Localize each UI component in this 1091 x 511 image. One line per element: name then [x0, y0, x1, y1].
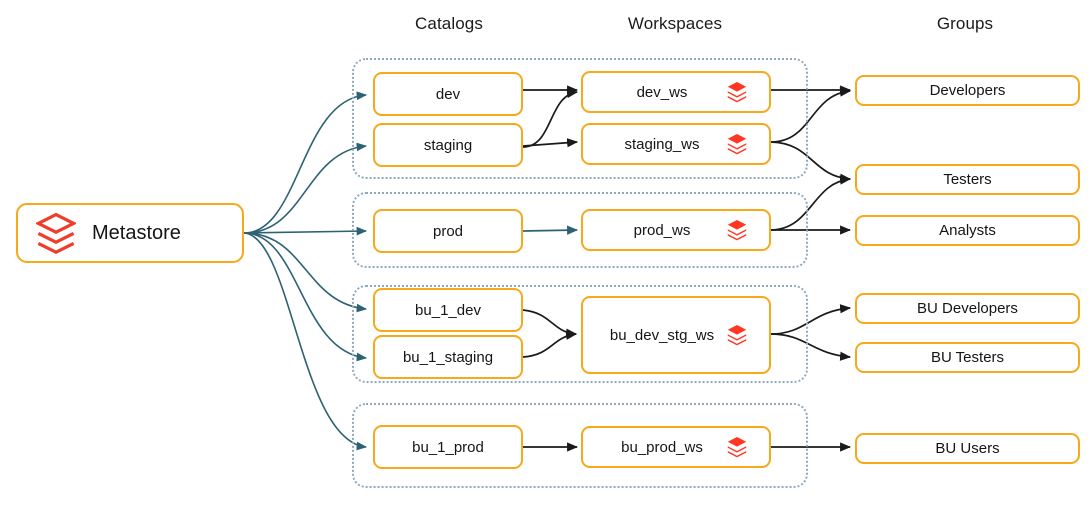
- usergroup-node-bu-developers[interactable]: BU Developers: [855, 293, 1080, 324]
- edge-metastore-prod: [243, 226, 368, 236]
- usergroup-node-bu-users[interactable]: BU Users: [855, 433, 1080, 464]
- usergroup-label: Testers: [943, 171, 992, 188]
- workspace-node-bu-dev-stg-ws[interactable]: bu_dev_stg_ws: [581, 296, 771, 374]
- catalog-node-bu-1-prod[interactable]: bu_1_prod: [373, 425, 523, 469]
- workspace-node-prod-ws[interactable]: prod_ws: [581, 209, 771, 251]
- dotted-group-dev-staging: [352, 58, 808, 179]
- catalog-node-prod[interactable]: prod: [373, 209, 523, 253]
- usergroup-label: BU Developers: [917, 300, 1018, 317]
- databricks-logo-icon: [727, 82, 747, 103]
- column-header-workspaces: Workspaces: [627, 14, 723, 33]
- databricks-logo-icon: [727, 325, 747, 346]
- dotted-group-prod: [352, 192, 808, 268]
- catalog-node-bu-1-dev[interactable]: bu_1_dev: [373, 288, 523, 332]
- workspace-label: staging_ws: [624, 135, 700, 153]
- databricks-logo-icon: [727, 437, 747, 458]
- catalog-node-bu-1-staging[interactable]: bu_1_staging: [373, 335, 523, 379]
- edge-metastore-dev: [243, 91, 368, 234]
- catalog-node-dev[interactable]: dev: [373, 72, 523, 116]
- usergroup-node-analysts[interactable]: Analysts: [855, 215, 1080, 246]
- column-header-catalogs: Catalogs: [415, 14, 483, 33]
- workspace-label: dev_ws: [636, 83, 688, 101]
- catalog-label: bu_1_prod: [412, 438, 484, 456]
- dotted-group-bu-dev-staging: [352, 285, 808, 383]
- usergroup-label: Analysts: [939, 222, 996, 239]
- databricks-logo-outline-icon: [36, 212, 76, 254]
- workspace-label: bu_dev_stg_ws: [609, 326, 715, 344]
- usergroup-label: BU Testers: [930, 349, 1005, 366]
- databricks-logo-icon: [727, 134, 747, 155]
- edge-metastore-staging: [243, 142, 368, 234]
- workspace-node-dev-ws[interactable]: dev_ws: [581, 71, 771, 113]
- workspace-node-bu-prod-ws[interactable]: bu_prod_ws: [581, 426, 771, 468]
- usergroup-node-developers[interactable]: Developers: [855, 75, 1080, 106]
- databricks-logo-icon: [727, 220, 747, 241]
- catalog-node-staging[interactable]: staging: [373, 123, 523, 167]
- edge-metastore-bu1staging: [243, 232, 368, 362]
- workspace-label: prod_ws: [633, 221, 691, 239]
- column-header-groups: Groups: [936, 14, 994, 33]
- metastore-label: Metastore: [92, 221, 181, 244]
- catalog-label: dev: [435, 85, 461, 103]
- usergroup-label: Developers: [929, 82, 1006, 99]
- catalog-label: bu_1_staging: [402, 348, 494, 366]
- usergroup-node-testers[interactable]: Testers: [855, 164, 1080, 195]
- usergroup-node-bu-testers[interactable]: BU Testers: [855, 342, 1080, 373]
- workspace-node-staging-ws[interactable]: staging_ws: [581, 123, 771, 165]
- metastore-node[interactable]: Metastore: [16, 203, 244, 263]
- catalog-label: prod: [432, 222, 464, 240]
- edge-metastore-bu1dev: [243, 232, 368, 313]
- dotted-group-bu-prod: [352, 403, 808, 488]
- workspace-label: bu_prod_ws: [621, 438, 703, 456]
- usergroup-label: BU Users: [935, 440, 1000, 457]
- catalog-label: bu_1_dev: [415, 301, 481, 319]
- catalog-label: staging: [423, 136, 473, 154]
- edge-metastore-bu1prod: [243, 232, 368, 451]
